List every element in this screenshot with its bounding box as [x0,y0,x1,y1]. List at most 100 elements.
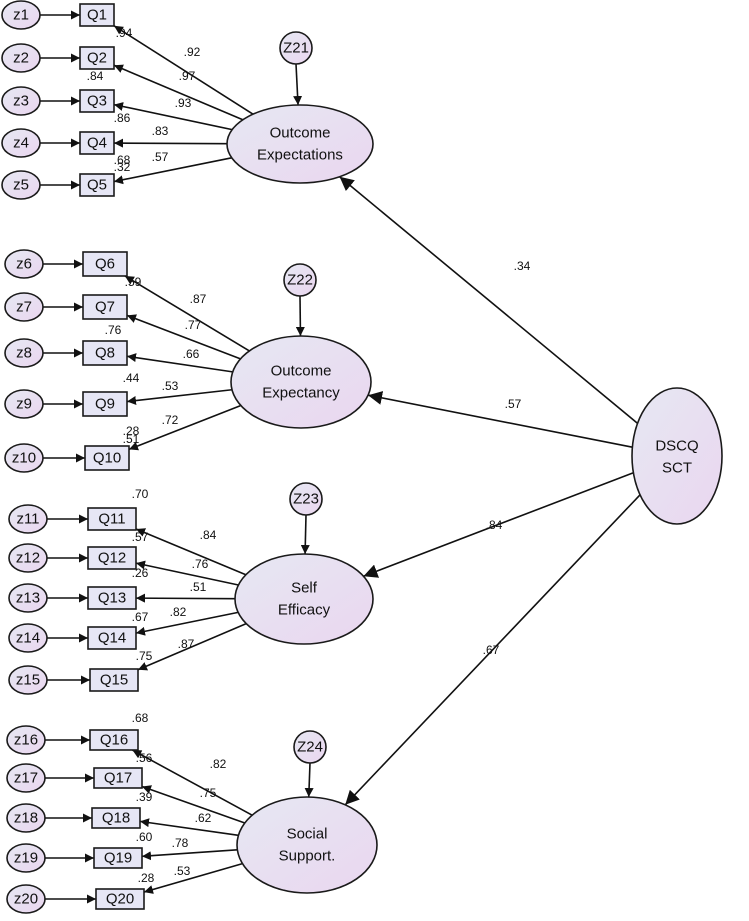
item-label: Q11 [98,511,125,528]
item-q5-box [79,173,115,197]
dscq-sct-label-line: DSCQ [655,438,698,455]
squared-multiple-correlation: .86 [114,111,131,125]
squared-multiple-correlation: .59 [125,275,142,289]
error-z6-node [4,249,44,279]
loading-arrow-q17 [141,785,246,824]
disturbance-z21-node [279,31,313,65]
item-q20-box [95,888,145,910]
item-label: Q16 [100,732,128,749]
item-q18-box [91,807,141,829]
loading-arrow-q15 [137,622,247,671]
item-label: Q19 [104,850,132,867]
factor-oe1-label-line: Outcome [270,125,331,142]
error-z10-node [4,443,44,473]
dscq-sct-node [631,387,723,525]
squared-multiple-correlation: .84 [87,69,104,83]
loading-arrow-q12 [135,560,239,586]
disturbance-z24-node [293,730,327,764]
error-z11-node [8,504,48,534]
loading-arrow-q6 [124,275,250,352]
squared-multiple-correlation: .32 [114,160,131,174]
loading-coefficient: .72 [162,413,179,427]
loading-coefficient: .78 [172,836,189,850]
loading-coefficient: .66 [183,347,200,361]
item-label: Q6 [95,256,115,273]
factor-ss-node [236,796,378,894]
factor-oe2-label-line: Outcome [271,363,332,380]
error-z1-node [1,0,41,30]
error-z9-node [4,389,44,419]
item-q17-box [93,767,143,789]
squared-multiple-correlation: .57 [132,530,149,544]
squared-multiple-correlation: .94 [116,26,133,40]
loading-arrow-q7 [126,314,241,360]
error-label: z20 [14,891,38,908]
loading-coefficient: .82 [210,757,227,771]
item-label: Q7 [95,299,115,316]
disturbance-label: Z22 [287,272,313,289]
loading-coefficient: .92 [184,45,201,59]
error-label: z4 [13,135,29,152]
error-label: z1 [13,7,29,24]
error-label: z14 [16,630,40,647]
squared-multiple-correlation: .70 [132,487,149,501]
error-z14-node [8,623,48,653]
item-q12-box [87,546,137,570]
squared-multiple-correlation: .68 [114,153,131,167]
squared-multiple-correlation: .67 [132,610,149,624]
error-z17-node [6,763,46,793]
loading-coefficient: .83 [152,124,169,138]
error-label: z17 [14,770,38,787]
loading-coefficient: .97 [179,69,196,83]
error-label: z5 [13,177,29,194]
item-label: Q20 [106,891,134,908]
error-z2-node [1,43,41,73]
error-z5-node [1,170,41,200]
item-q15-box [89,668,139,692]
factor-ss-label-line: Social [287,826,328,843]
disturbance-arrow [300,514,310,555]
error-z13-node [8,583,48,613]
second-order-path-oe2 [367,391,633,449]
item-label: Q3 [87,93,107,110]
loading-coefficient: .87 [178,637,195,651]
factor-se-label-line: Self [291,580,318,597]
item-label: Q1 [87,7,107,24]
item-q19-box [93,847,143,869]
item-q10-box [84,445,130,471]
loading-arrow-q8 [126,353,233,373]
disturbance-arrow [304,762,314,798]
disturbance-label: Z24 [297,739,323,756]
loading-coefficient: .53 [162,379,179,393]
item-q4-box [79,131,115,155]
item-q6-box [82,251,128,277]
item-label: Q17 [104,770,132,787]
error-label: z18 [14,810,38,827]
item-label: Q2 [87,50,107,67]
item-label: Q12 [98,550,126,567]
item-label: Q5 [87,177,107,194]
loading-arrow-q3 [113,102,233,131]
loading-arrow-q14 [135,611,239,636]
squared-multiple-correlation: .39 [136,790,153,804]
loading-arrow-q5 [113,157,232,185]
squared-multiple-correlation: .26 [132,566,149,580]
factor-oe1-label-line: Expectations [257,147,343,164]
error-label: z6 [16,256,32,273]
squared-multiple-correlation: .60 [136,830,153,844]
item-label: Q8 [95,345,115,362]
error-z8-node [4,338,44,368]
item-q11-box [87,507,137,531]
error-label: z12 [16,550,40,567]
loading-arrow-q16 [131,749,253,816]
factor-se-label-line: Efficacy [278,602,331,619]
loading-coefficient: .77 [185,318,202,332]
item-label: Q13 [98,590,126,607]
loading-coefficient: .62 [195,811,212,825]
error-label: z8 [16,345,32,362]
error-z18-node [6,803,46,833]
loading-coefficient: .82 [170,605,187,619]
error-z3-node [1,86,41,116]
